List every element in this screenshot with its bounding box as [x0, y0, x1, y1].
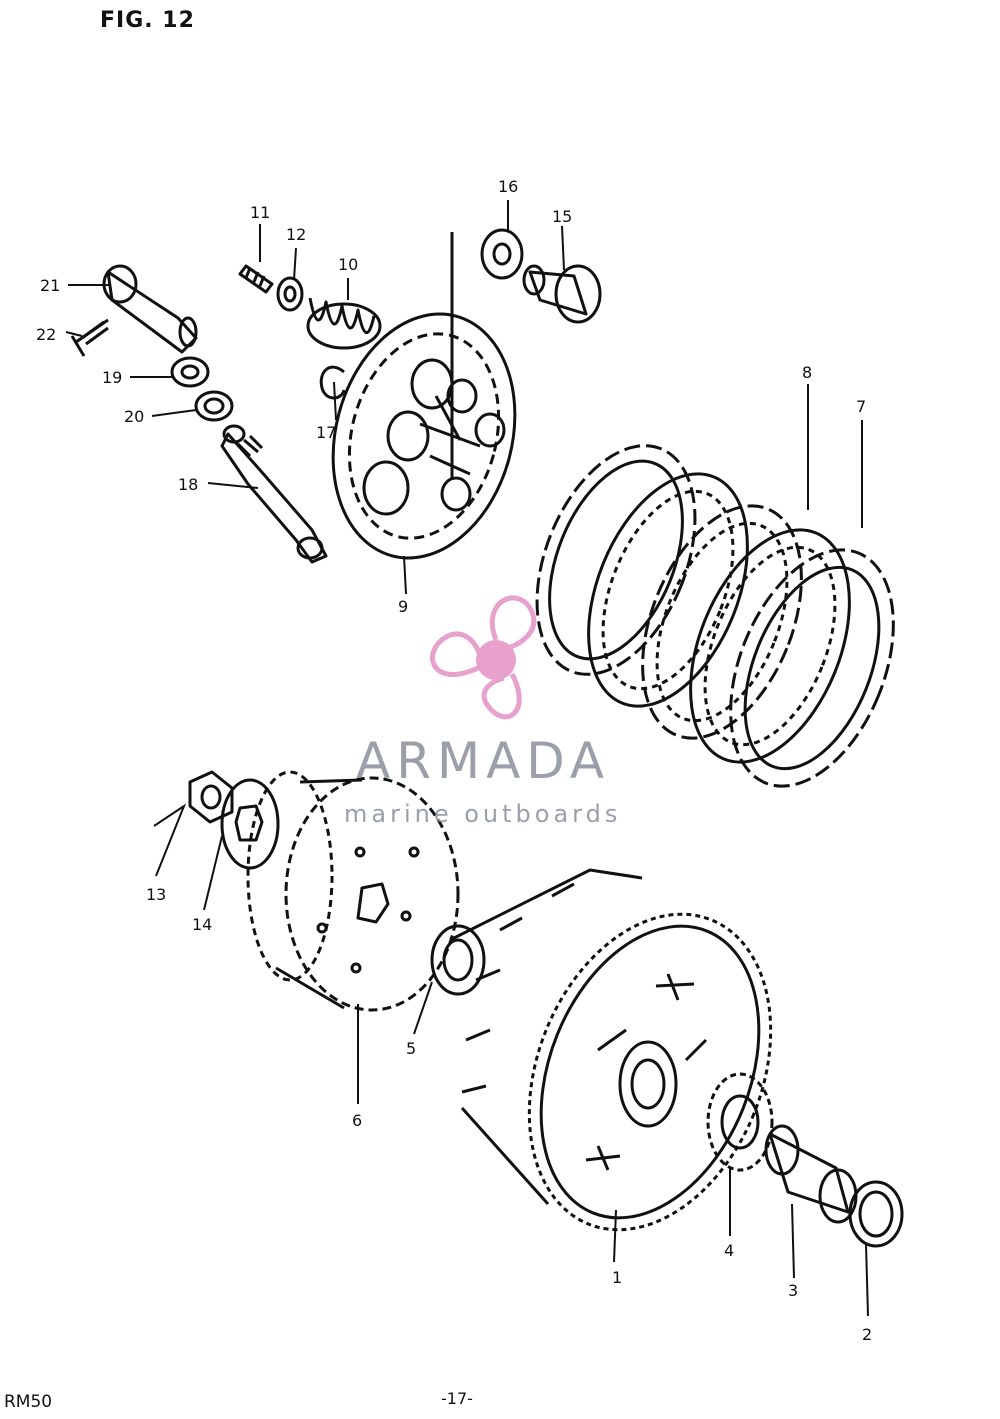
callout-7: 7 [856, 397, 866, 416]
callout-11: 11 [250, 203, 270, 222]
pin-15 [522, 264, 602, 324]
callout-21: 21 [40, 276, 60, 295]
spring-10 [306, 297, 382, 350]
callout-19: 19 [102, 368, 122, 387]
clutch-plates [535, 444, 895, 788]
primary-gear-6 [246, 770, 460, 1012]
clutch-housing-1 [449, 868, 773, 1232]
figure-label: FIG. 12 [100, 8, 195, 33]
leader-lines [65, 200, 869, 1317]
callout-3: 3 [788, 1281, 798, 1300]
callout-numbers: 1 2 3 4 5 6 7 8 9 10 11 12 13 14 15 16 1… [36, 177, 872, 1344]
callout-5: 5 [406, 1039, 416, 1058]
washer-5 [430, 924, 486, 996]
model-label: RM50 [4, 1392, 53, 1412]
callout-6: 6 [352, 1111, 362, 1130]
callout-8: 8 [802, 363, 812, 382]
callout-22: 22 [36, 325, 56, 344]
callout-18: 18 [178, 475, 198, 494]
callout-16: 16 [498, 177, 518, 196]
callout-12: 12 [286, 225, 306, 244]
nut-19 [170, 356, 210, 388]
callout-10: 10 [338, 255, 358, 274]
callout-9: 9 [398, 597, 408, 616]
callout-2: 2 [862, 1325, 872, 1344]
watermark-tagline: marine outboards [344, 800, 622, 828]
callout-4: 4 [724, 1241, 734, 1260]
screw-22 [70, 318, 109, 357]
washer-2 [848, 1180, 904, 1248]
propeller-logo-icon [430, 595, 537, 720]
gear-4 [706, 1072, 774, 1172]
page-number: -17- [441, 1389, 473, 1408]
washer-16 [480, 228, 524, 280]
release-arm [102, 264, 198, 354]
lock-washer-14 [220, 778, 280, 870]
push-rod-18 [220, 424, 328, 564]
washer-12 [276, 276, 304, 312]
callout-17: 17 [316, 423, 336, 442]
callout-15: 15 [552, 207, 572, 226]
callout-13: 13 [146, 885, 166, 904]
callout-1: 1 [612, 1268, 622, 1287]
bolt-11 [238, 264, 274, 294]
clip-17 [319, 365, 346, 400]
callout-14: 14 [192, 915, 212, 934]
callout-20: 20 [124, 407, 144, 426]
pressure-plate-9 [331, 232, 517, 560]
washer-20 [194, 390, 234, 422]
watermark-name: ARMADA [356, 732, 611, 790]
nut-13 [188, 770, 234, 824]
spacer-3 [764, 1124, 858, 1224]
